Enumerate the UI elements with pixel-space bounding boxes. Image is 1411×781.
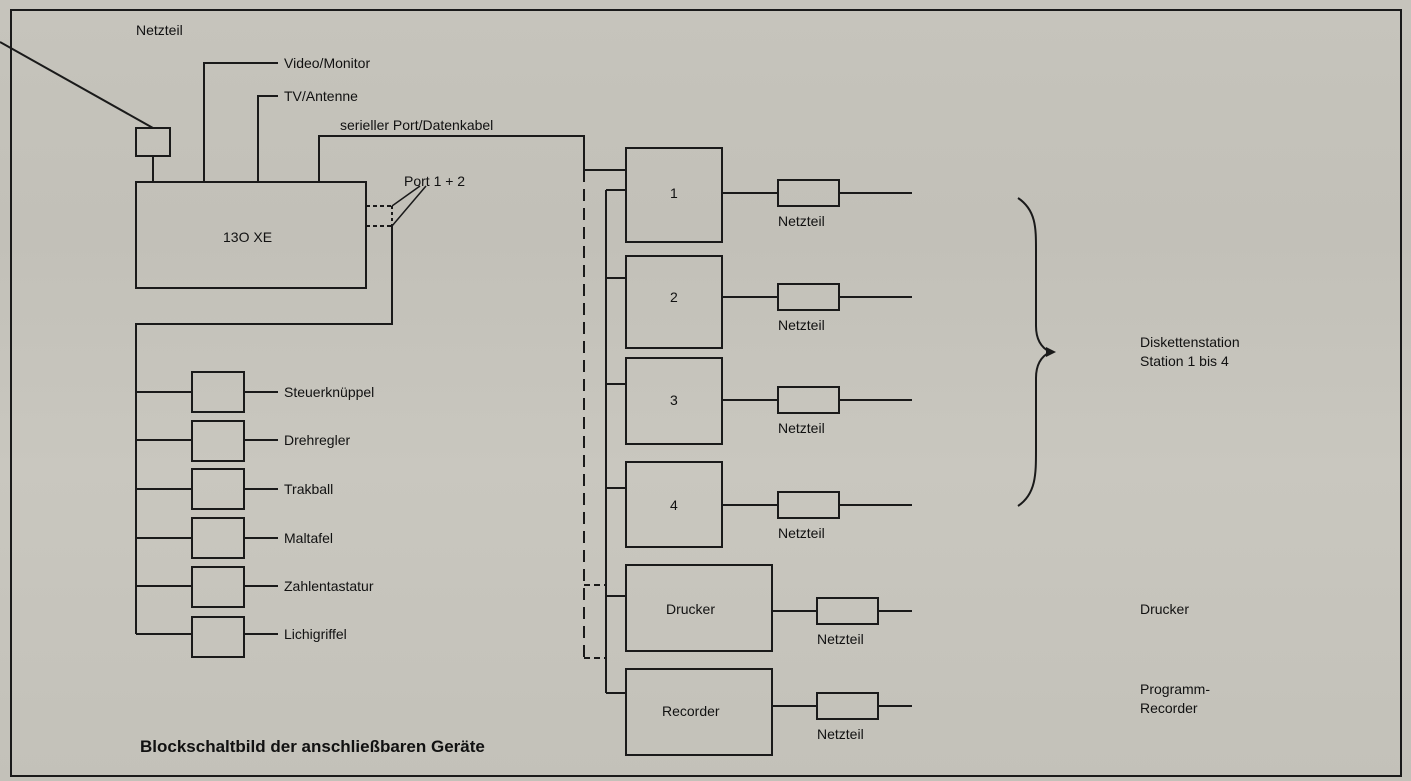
drive-4-psu-label: Netzteil [778, 525, 825, 541]
port-device-label: Maltafel [284, 530, 333, 546]
port-device-label: Steuerknüppel [284, 384, 374, 400]
computer-block [135, 181, 367, 289]
netzteil-top-line-a [0, 41, 154, 129]
ports-label: Port 1 + 2 [404, 173, 465, 189]
computer-label: 13O XE [223, 229, 272, 245]
drive-3-psu-label: Netzteil [778, 420, 825, 436]
printer-group [584, 564, 912, 652]
drive-1-psu-label: Netzteil [778, 213, 825, 229]
drive-1-group [584, 147, 912, 279]
serial-cable-line [318, 135, 585, 182]
drive-4-group [625, 461, 912, 548]
recorder-right-label-1: Programm- [1140, 681, 1210, 697]
printer-label: Drucker [666, 601, 715, 617]
port-pointer-b [391, 185, 427, 227]
port-bus-line [135, 226, 393, 634]
recorder-group [584, 657, 912, 756]
diagram-caption: Blockschaltbild der anschließbaren Gerät… [140, 737, 485, 756]
printer-psu-label: Netzteil [817, 631, 864, 647]
port-device-label: Drehregler [284, 432, 350, 448]
video-label: Video/Monitor [284, 55, 370, 71]
printer-right-label: Drucker [1140, 601, 1189, 617]
drive-2-label: 2 [670, 289, 678, 305]
recorder-right-label-2: Recorder [1140, 700, 1198, 716]
drive-1-label: 1 [670, 185, 678, 201]
port-device-label: Zahlentastatur [284, 578, 374, 594]
drive-3-label: 3 [670, 392, 678, 408]
netzteil-top-block [135, 127, 171, 157]
drive-2-psu-label: Netzteil [778, 317, 825, 333]
brace-tip-icon [1046, 347, 1056, 357]
port-device-label: Trakball [284, 481, 333, 497]
netzteil-top-label: Netzteil [136, 22, 183, 38]
video-line [203, 62, 278, 182]
tv-line [257, 95, 278, 182]
serial-label: serieller Port/Datenkabel [340, 117, 493, 133]
drive-3-group [606, 357, 912, 489]
recorder-label: Recorder [662, 703, 720, 719]
port-device-label: Lichigriffel [284, 626, 347, 642]
recorder-psu-label: Netzteil [817, 726, 864, 742]
drive-4-label: 4 [670, 497, 678, 513]
port-device-boxes [136, 371, 278, 658]
drive-2-group [606, 255, 912, 385]
drives-brace [1017, 197, 1053, 507]
tv-label: TV/Antenne [284, 88, 358, 104]
diagram-frame [10, 9, 1402, 777]
drives-right-label-2: Station 1 bis 4 [1140, 353, 1229, 369]
port-pointer-a [391, 185, 421, 207]
drives-right-label-1: Diskettenstation [1140, 334, 1240, 350]
